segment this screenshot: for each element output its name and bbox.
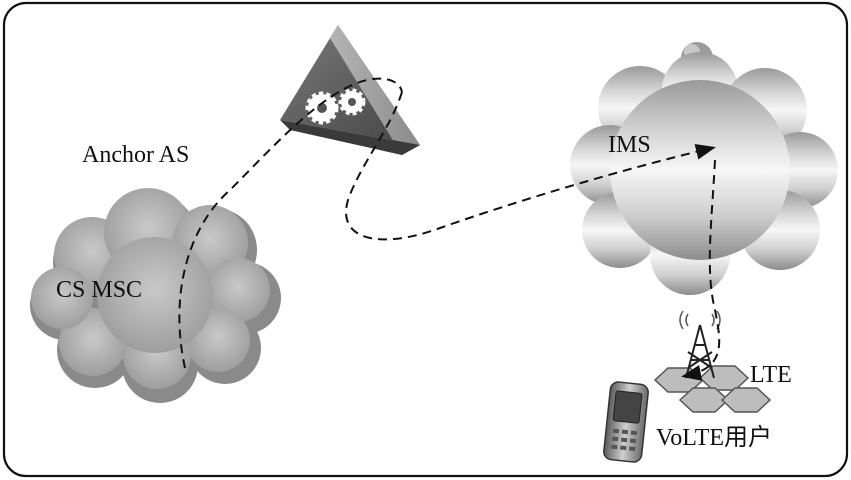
- volte-user-phone-icon: [603, 381, 649, 463]
- cs-msc-label: CS MSC: [56, 277, 142, 303]
- lte-label: LTE: [750, 362, 792, 388]
- gear-icon: [305, 91, 339, 125]
- cs-msc-cloud-icon: [30, 188, 281, 403]
- ims-label: IMS: [608, 132, 651, 158]
- volte-user-label: VoLTE用户: [656, 424, 772, 451]
- ims-cloud-icon: [570, 42, 838, 295]
- call-path: [178, 77, 721, 381]
- path-anchor-to-ims: [345, 91, 716, 241]
- gear-icon: [338, 88, 366, 116]
- path-ims-to-lte: [681, 159, 721, 381]
- path-cs-to-anchor: [178, 77, 403, 369]
- anchor-as-label: Anchor AS: [82, 142, 189, 168]
